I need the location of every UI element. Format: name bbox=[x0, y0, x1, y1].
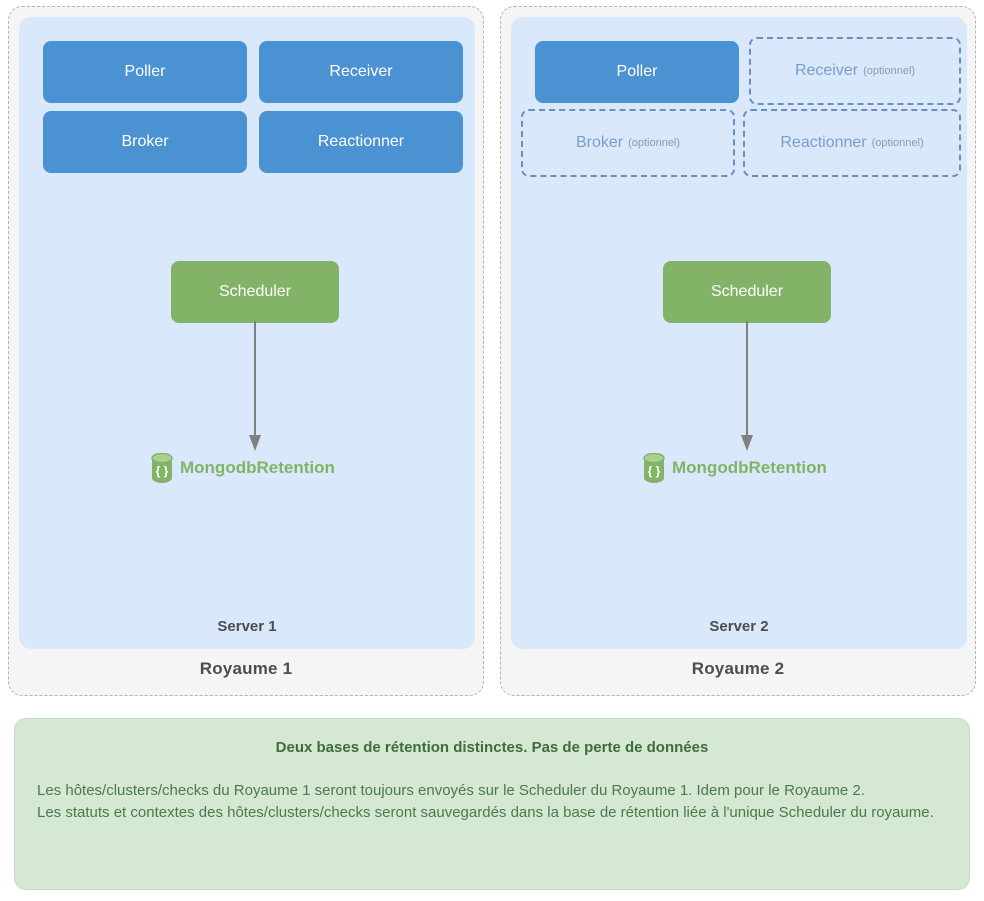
daemon-box-broker-1[interactable]: Broker bbox=[43, 111, 247, 173]
server-panel-2: Poller Receiver (optionnel) Broker (opti… bbox=[511, 17, 967, 649]
daemon-box-reactionner-2[interactable]: Reactionner (optionnel) bbox=[743, 109, 961, 177]
svg-text:{ }: { } bbox=[648, 464, 661, 478]
daemon-box-poller-2[interactable]: Poller bbox=[535, 41, 739, 103]
server-label-2: Server 2 bbox=[709, 618, 769, 635]
daemon-optional-tag: (optionnel) bbox=[863, 65, 916, 77]
retention-label: MongodbRetention bbox=[672, 458, 827, 477]
realm-label-2: Royaume 2 bbox=[691, 659, 785, 678]
realm-card-1: Poller Receiver Broker Reactionner Sched… bbox=[8, 6, 484, 696]
server-label-1: Server 1 bbox=[217, 618, 277, 635]
arrow-scheduler-to-retention-1 bbox=[249, 321, 261, 451]
daemon-box-reactionner-1[interactable]: Reactionner bbox=[259, 111, 463, 173]
daemon-label: Poller bbox=[616, 63, 658, 80]
realm-label-1: Royaume 1 bbox=[199, 659, 293, 678]
database-icon: { } bbox=[151, 453, 173, 483]
retention-label: MongodbRetention bbox=[180, 458, 335, 477]
retention-node-2[interactable]: { } MongodbRetention bbox=[643, 453, 827, 483]
scheduler-label: Scheduler bbox=[710, 283, 784, 300]
retention-node-1[interactable]: { } MongodbRetention bbox=[151, 453, 335, 483]
note-line-1: Les hôtes/clusters/checks du Royaume 1 s… bbox=[37, 782, 865, 799]
note-line-2: Les statuts et contextes des hôtes/clust… bbox=[37, 804, 934, 821]
scheduler-box-1[interactable]: Scheduler bbox=[171, 261, 339, 323]
daemon-label: Reactionner bbox=[780, 134, 867, 151]
note-panel: Deux bases de rétention distinctes. Pas … bbox=[14, 718, 970, 890]
note-title: Deux bases de rétention distinctes. Pas … bbox=[275, 739, 709, 756]
daemon-label: Broker bbox=[575, 134, 624, 151]
arrow-scheduler-to-retention-2 bbox=[741, 321, 753, 451]
daemon-label: Reactionner bbox=[317, 133, 405, 150]
daemon-label: Broker bbox=[121, 133, 169, 150]
daemon-label: Poller bbox=[124, 63, 166, 80]
daemon-box-poller-1[interactable]: Poller bbox=[43, 41, 247, 103]
scheduler-label: Scheduler bbox=[218, 283, 292, 300]
daemon-box-receiver-1[interactable]: Receiver bbox=[259, 41, 463, 103]
realm-card-2: Poller Receiver (optionnel) Broker (opti… bbox=[500, 6, 976, 696]
database-icon: { } bbox=[643, 453, 665, 483]
svg-text:{ }: { } bbox=[156, 464, 169, 478]
daemon-label: Receiver bbox=[329, 63, 393, 80]
daemon-label: Receiver bbox=[794, 62, 859, 79]
scheduler-box-2[interactable]: Scheduler bbox=[663, 261, 831, 323]
server-panel-1: Poller Receiver Broker Reactionner Sched… bbox=[19, 17, 475, 649]
daemon-optional-tag: (optionnel) bbox=[628, 137, 681, 149]
daemon-optional-tag: (optionnel) bbox=[871, 137, 924, 149]
daemon-box-receiver-2[interactable]: Receiver (optionnel) bbox=[749, 37, 961, 105]
daemon-box-broker-2[interactable]: Broker (optionnel) bbox=[521, 109, 735, 177]
